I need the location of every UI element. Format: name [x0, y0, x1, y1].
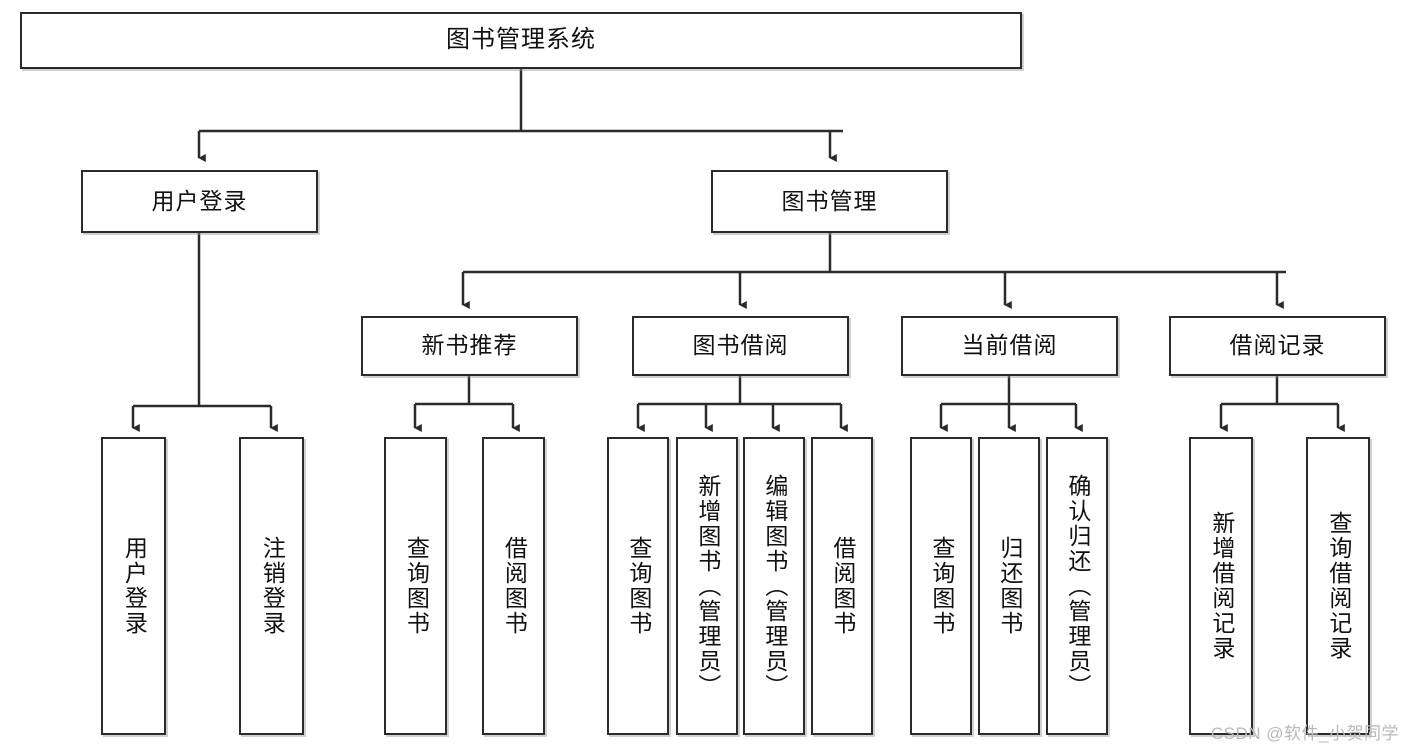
node-leaf-add-book-label: 新增图书（管理员）: [694, 473, 721, 699]
node-current-borrow-label: 当前借阅: [961, 332, 1058, 359]
node-book-manage[interactable]: 图书管理: [711, 170, 948, 233]
node-leaf-query-record[interactable]: 查询借阅记录: [1306, 437, 1370, 735]
node-leaf-return-book-label: 归还图书: [996, 536, 1023, 636]
node-leaf-borrow-book-2-label: 借阅图书: [829, 536, 856, 636]
node-leaf-query-book-3[interactable]: 查询图书: [910, 437, 972, 735]
node-book-borrow[interactable]: 图书借阅: [632, 316, 849, 376]
node-leaf-query-book-2-label: 查询图书: [625, 536, 652, 636]
node-leaf-confirm-return-label: 确认归还（管理员）: [1064, 473, 1091, 699]
node-borrow-record[interactable]: 借阅记录: [1169, 316, 1386, 376]
node-new-book-recommend[interactable]: 新书推荐: [361, 316, 578, 376]
node-book-manage-label: 图书管理: [781, 187, 878, 214]
node-user-login-label: 用户登录: [151, 187, 248, 214]
node-leaf-query-book-1-label: 查询图书: [403, 536, 430, 636]
node-leaf-add-record[interactable]: 新增借阅记录: [1189, 437, 1253, 735]
node-leaf-return-book[interactable]: 归还图书: [978, 437, 1040, 735]
csdn-watermark: CSDN @软件_小贺同学: [1210, 724, 1399, 743]
node-root[interactable]: 图书管理系统: [20, 12, 1022, 69]
node-current-borrow[interactable]: 当前借阅: [901, 316, 1118, 376]
node-new-book-recommend-label: 新书推荐: [421, 332, 518, 359]
node-leaf-query-book-1[interactable]: 查询图书: [384, 437, 447, 735]
node-leaf-add-book[interactable]: 新增图书（管理员）: [676, 437, 738, 735]
node-leaf-edit-book[interactable]: 编辑图书（管理员）: [743, 437, 805, 735]
node-leaf-confirm-return[interactable]: 确认归还（管理员）: [1046, 437, 1108, 735]
node-leaf-user-login[interactable]: 用户登录: [101, 437, 166, 735]
node-leaf-add-record-label: 新增借阅记录: [1208, 511, 1235, 661]
node-leaf-borrow-book-1[interactable]: 借阅图书: [482, 437, 545, 735]
node-user-login[interactable]: 用户登录: [81, 170, 318, 233]
node-leaf-borrow-book-1-label: 借阅图书: [501, 536, 528, 636]
node-leaf-query-book-3-label: 查询图书: [928, 536, 955, 636]
node-borrow-record-label: 借阅记录: [1229, 332, 1326, 359]
node-leaf-query-record-label: 查询借阅记录: [1325, 511, 1352, 661]
node-leaf-user-login-label: 用户登录: [121, 536, 148, 636]
node-leaf-query-book-2[interactable]: 查询图书: [607, 437, 669, 735]
node-leaf-logout-label: 注销登录: [259, 536, 286, 636]
node-leaf-logout[interactable]: 注销登录: [239, 437, 304, 735]
node-leaf-edit-book-label: 编辑图书（管理员）: [761, 473, 788, 699]
node-book-borrow-label: 图书借阅: [692, 332, 789, 359]
node-leaf-borrow-book-2[interactable]: 借阅图书: [811, 437, 873, 735]
node-root-label: 图书管理系统: [446, 26, 596, 54]
